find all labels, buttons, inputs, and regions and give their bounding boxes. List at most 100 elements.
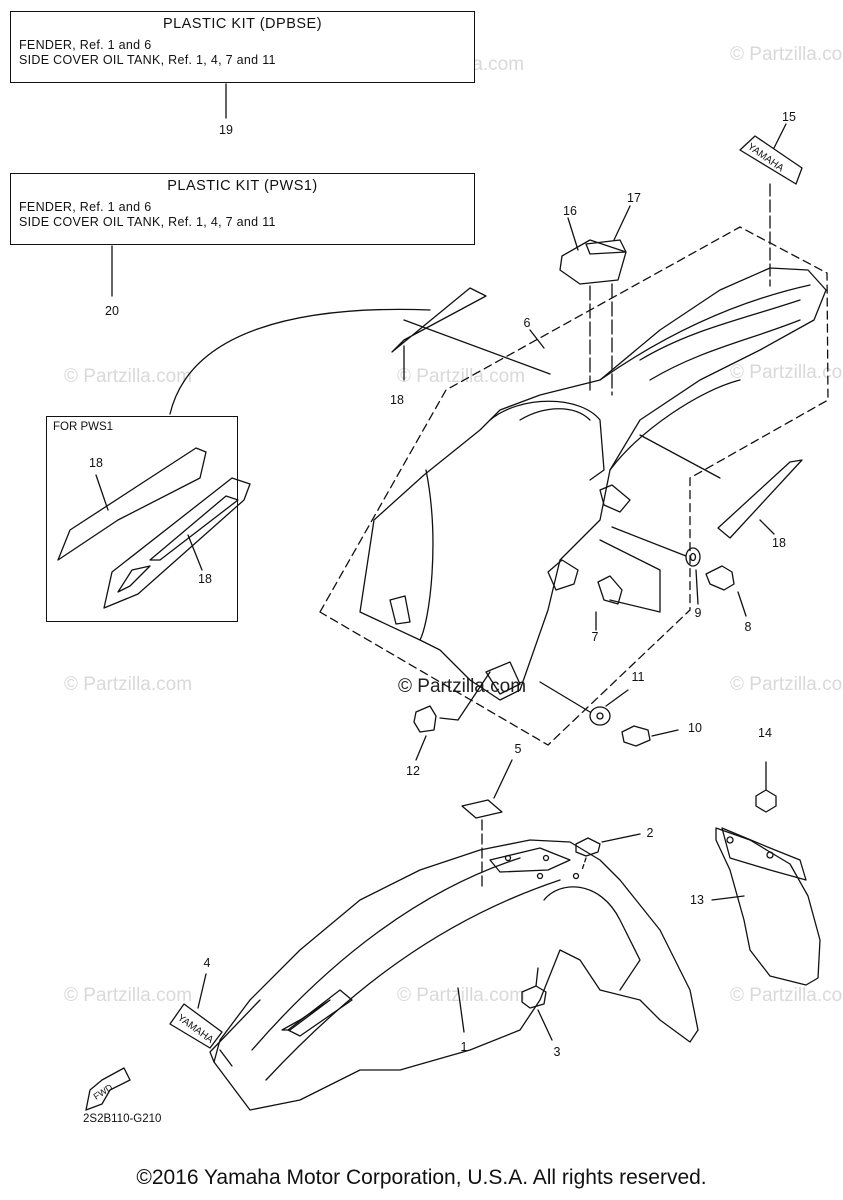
front-fender-underside — [543, 886, 641, 991]
fwd-arrow-icon — [85, 1067, 131, 1111]
bolt-10-head — [621, 725, 651, 747]
callout-16: 16 — [563, 204, 577, 218]
rear-fender-tab-left — [389, 595, 411, 625]
leader-line-11 — [539, 681, 591, 713]
callout-5: 5 — [514, 742, 522, 756]
washer-11-hole — [596, 712, 604, 720]
guard-hole — [726, 836, 734, 844]
decal-18-right — [717, 459, 803, 539]
inset-connector-curve — [169, 308, 431, 415]
kit-line: FENDER, Ref. 1 and 6 — [19, 200, 152, 214]
front-fender-ridge — [251, 857, 521, 1051]
watermark: © Partzilla.com — [64, 985, 193, 1006]
front-fender-stripe-a — [281, 999, 331, 1031]
callout-11: 11 — [631, 670, 645, 684]
leader-18-inset-a — [95, 474, 109, 511]
washer-9-hole — [689, 552, 697, 562]
callout-14: 14 — [758, 726, 772, 740]
leader-2 — [601, 833, 641, 843]
callout-18-right: 18 — [772, 536, 786, 550]
decal-18-inset-b-inner — [117, 565, 151, 593]
leader-9 — [695, 569, 699, 605]
rear-fender-inner-left — [419, 469, 434, 641]
callout-10: 10 — [688, 721, 702, 735]
decal-18-inset-a — [57, 447, 207, 561]
leader-12 — [415, 735, 427, 761]
bolt-3-head — [521, 985, 547, 1009]
rear-fender-slot — [547, 559, 579, 591]
callout-17: 17 — [627, 191, 641, 205]
mount-hole — [572, 872, 580, 880]
leader-18-right-a — [639, 434, 721, 479]
front-fender-stripe-b — [287, 989, 353, 1037]
kit-line: SIDE COVER OIL TANK, Ref. 1, 4, 7 and 11 — [19, 53, 276, 67]
leader-8 — [737, 591, 747, 617]
bolt-8-head — [705, 565, 735, 591]
dashed-region-rear — [319, 226, 829, 746]
diagram-code: 2S2B110-G210 — [83, 1113, 162, 1125]
leader-10 — [651, 729, 679, 737]
guard-13-bracket — [721, 827, 807, 881]
callout-1: 1 — [460, 1040, 468, 1054]
decal-4 — [169, 1003, 223, 1049]
nut-2 — [575, 837, 601, 857]
leader-1 — [457, 987, 465, 1033]
leader-6 — [529, 329, 545, 349]
fwd-label: FWD — [92, 1082, 115, 1102]
watermark: © Partzilla.com — [730, 674, 843, 695]
plastic-kit-box-pws1: PLASTIC KIT (PWS1) FENDER, Ref. 1 and 6 … — [10, 173, 475, 245]
callout-6: 6 — [523, 316, 531, 330]
callout-2: 2 — [646, 826, 654, 840]
inset-box-pws1: FOR PWS1 — [46, 416, 238, 622]
kit-title: PLASTIC KIT (DPBSE) — [162, 16, 323, 32]
rear-fender-tab-bottom — [485, 661, 521, 695]
front-fender-outline — [213, 839, 699, 1111]
leader-15 — [773, 123, 787, 149]
watermark: © Partzilla.com — [397, 366, 526, 387]
leader-5 — [493, 759, 513, 799]
rear-fender-inner-curve — [519, 408, 591, 421]
rear-fender-mount — [599, 484, 631, 513]
kit-line: SIDE COVER OIL TANK, Ref. 1, 4, 7 and 11 — [19, 215, 276, 229]
screw-14 — [755, 789, 777, 813]
clip-7 — [597, 575, 623, 605]
leader-12-c — [457, 671, 491, 721]
callout-15: 15 — [782, 110, 796, 124]
kit-line: FENDER, Ref. 1 and 6 — [19, 38, 152, 52]
rear-fender-outline — [359, 267, 827, 701]
grommet-12 — [413, 705, 437, 733]
mount-hole — [542, 854, 550, 862]
leader-4-b — [219, 1049, 233, 1067]
front-fender-ridge2 — [265, 879, 561, 1081]
watermark: © Partzilla.com — [64, 674, 193, 695]
leader-16 — [567, 217, 579, 251]
watermark: © Partzilla.com — [730, 985, 843, 1006]
decal-17 — [585, 239, 627, 255]
decal-16 — [559, 239, 627, 285]
bolt-3-shaft — [535, 967, 539, 987]
rear-fender-stripe — [639, 299, 801, 361]
callout-8: 8 — [744, 620, 752, 634]
decal-4-text: YAMAHA — [175, 1013, 215, 1046]
callout-18-upper: 18 — [390, 393, 404, 407]
front-fender-mount-plate — [489, 847, 571, 873]
plastic-kit-box-dpbse: PLASTIC KIT (DPBSE) FENDER, Ref. 1 and 6… — [10, 11, 475, 83]
callout-12: 12 — [406, 764, 420, 778]
decal-18-upper — [391, 287, 487, 353]
mount-hole — [504, 854, 512, 862]
watermark: © Partzilla.com — [64, 366, 193, 387]
leader-4 — [197, 973, 207, 1009]
callout-3: 3 — [553, 1045, 561, 1059]
watermark: © Partzilla.com — [730, 362, 843, 383]
callout-4: 4 — [203, 956, 211, 970]
side-plate-7-outline — [599, 539, 661, 613]
kit-title: PLASTIC KIT (PWS1) — [167, 178, 318, 194]
guard-hole — [766, 851, 774, 859]
leader-3 — [537, 1009, 553, 1041]
callout-13: 13 — [690, 893, 704, 907]
mount-hole — [536, 872, 544, 880]
leader-18-inset-b — [187, 534, 203, 571]
rear-fender-stripe2 — [649, 319, 801, 381]
